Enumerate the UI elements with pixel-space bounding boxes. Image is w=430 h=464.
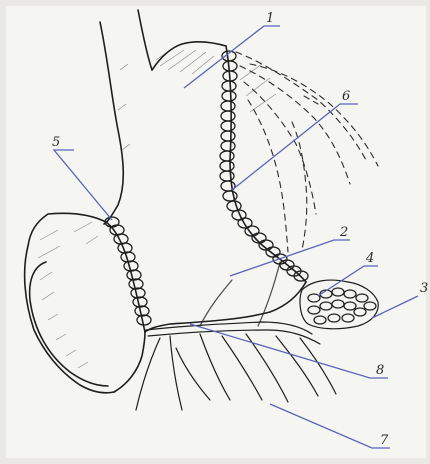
pointer-line-3 [372, 296, 418, 318]
label-5: 5 [52, 135, 60, 150]
vessel-branches [136, 262, 336, 410]
label-8: 8 [376, 363, 384, 378]
label-7: 7 [380, 433, 389, 448]
label-3: 3 [420, 281, 428, 296]
pointer-line-7 [270, 404, 390, 448]
left-lobe-base [114, 332, 145, 392]
pointer-line-4 [318, 266, 378, 296]
label-1: 1 [266, 11, 274, 26]
label-4: 4 [365, 251, 374, 266]
upper-neck-top [152, 42, 226, 70]
number-labels: 1 6 5 2 4 3 8 7 [52, 11, 428, 448]
pointer-line-5 [54, 150, 112, 220]
dashed-lymphatics [236, 52, 378, 252]
left-lobe-outer [25, 213, 114, 392]
pointer-lines [54, 26, 418, 448]
nodular-chain-left [105, 217, 151, 325]
pointer-line-6 [232, 104, 358, 190]
pointer-line-2 [230, 240, 350, 276]
cluster-outline [300, 280, 378, 329]
pointer-line-1 [184, 26, 280, 88]
node-cluster [300, 280, 378, 329]
trunk-left-wall [100, 22, 123, 224]
label-6: 6 [342, 89, 350, 104]
label-2: 2 [339, 225, 348, 240]
upper-neck-left [138, 10, 152, 70]
left-lobe-inner [30, 262, 108, 386]
trunk-lower-boundary [145, 282, 306, 332]
